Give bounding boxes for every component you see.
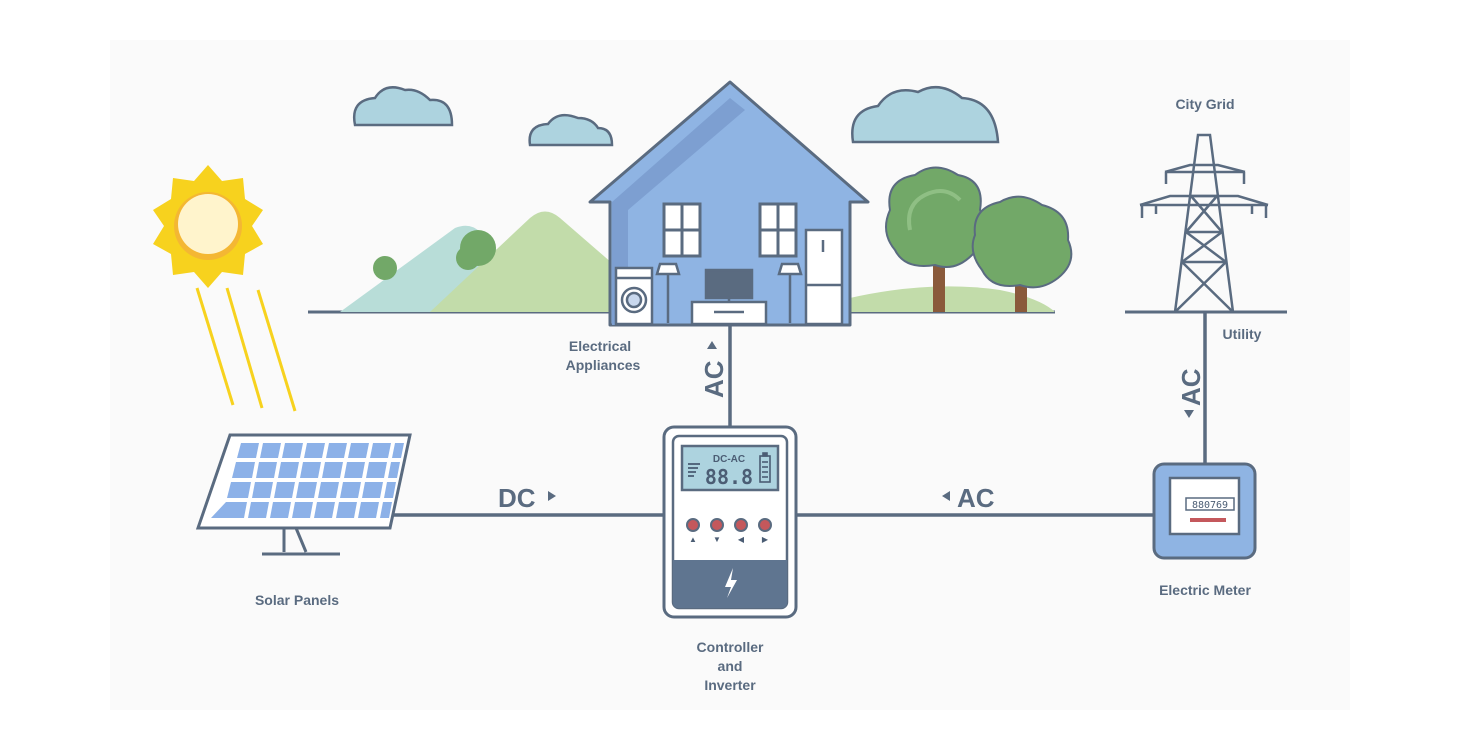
transmission-tower-icon xyxy=(1139,133,1269,313)
electric-meter-icon: 880769 xyxy=(1152,462,1257,560)
lamp-icon xyxy=(655,262,681,323)
washing-machine-icon xyxy=(614,266,654,326)
solar-cells xyxy=(211,443,404,518)
lightning-icon xyxy=(725,568,737,598)
connection-lines xyxy=(390,312,1207,517)
lamp-icon xyxy=(777,262,803,323)
flow-label-ac-house: AC xyxy=(699,360,729,398)
arrow-right-icon xyxy=(548,491,556,501)
arrow-down-icon xyxy=(1184,410,1194,418)
window-icon xyxy=(758,202,798,258)
arrow-up-icon xyxy=(707,341,717,349)
triangle-up-icon: ▲ xyxy=(689,535,697,544)
hills xyxy=(340,211,1055,312)
triangle-left-icon: ◀ xyxy=(738,535,745,544)
battery-icon xyxy=(759,452,771,483)
label-electrical-appliances-line2: Appliances xyxy=(566,357,641,373)
solar-panel-icon xyxy=(195,433,412,556)
label-controller-line1: Controller xyxy=(697,639,764,655)
flow-label-ac-grid: AC xyxy=(1176,368,1206,406)
cloud-icon xyxy=(352,86,454,127)
sun-rays xyxy=(195,287,297,412)
label-electric-meter: Electric Meter xyxy=(1159,582,1251,598)
label-electrical-appliances-line1: Electrical xyxy=(569,338,631,354)
tv-icon xyxy=(704,268,754,302)
triangle-down-icon: ▼ xyxy=(713,535,721,544)
label-utility: Utility xyxy=(1223,326,1262,342)
label-city-grid: City Grid xyxy=(1175,96,1234,112)
tv-cabinet xyxy=(690,300,768,326)
inverter-button[interactable] xyxy=(734,518,748,532)
inverter-button[interactable] xyxy=(710,518,724,532)
inverter-screen-label: DC-AC xyxy=(713,454,745,465)
meter-reading: 880769 xyxy=(1192,500,1228,511)
tree-icon xyxy=(971,195,1073,312)
cloud-icon xyxy=(528,113,614,147)
flow-label-dc: DC xyxy=(498,483,536,513)
sun-icon xyxy=(153,165,263,288)
house xyxy=(588,80,870,327)
inverter-button[interactable] xyxy=(758,518,772,532)
flow-label-ac-meter: AC xyxy=(957,483,995,513)
label-controller-line2: and xyxy=(718,658,743,674)
label-controller-line3: Inverter xyxy=(704,677,756,693)
window-icon xyxy=(662,202,702,258)
cloud-icon xyxy=(851,85,1000,144)
arrow-left-icon xyxy=(942,491,950,501)
inverter-device: DC-AC 88.8 ▲ ▼ ◀ ▶ xyxy=(662,425,798,619)
label-solar-panels: Solar Panels xyxy=(255,592,339,608)
inverter-screen-value: 88.8 xyxy=(705,465,753,489)
inverter-button[interactable] xyxy=(686,518,700,532)
triangle-right-icon: ▶ xyxy=(762,535,769,544)
fridge-icon xyxy=(804,228,844,326)
